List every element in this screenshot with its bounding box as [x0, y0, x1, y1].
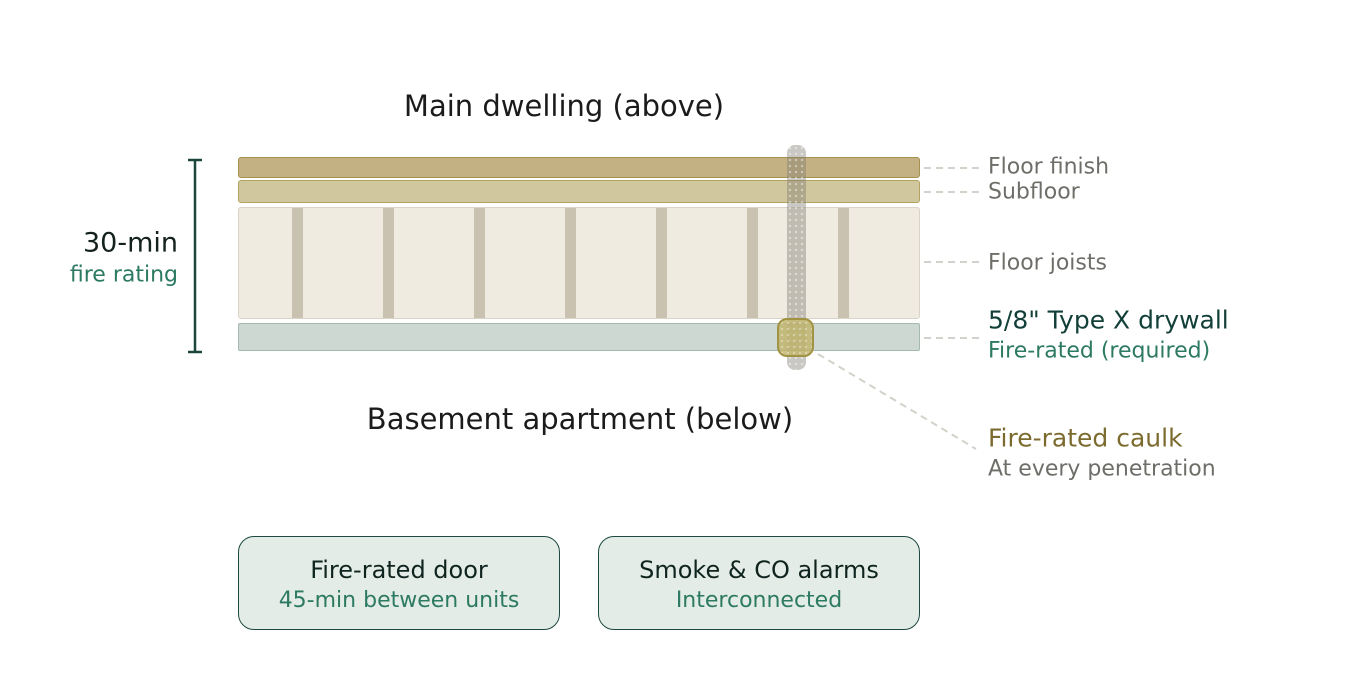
- leader-caulk: [817, 353, 977, 450]
- drywall-layer: [238, 323, 920, 351]
- fire-caulk-seal: [777, 318, 814, 357]
- title-main-dwelling: Main dwelling (above): [403, 89, 725, 123]
- label-drywall-required: Fire-rated (required): [988, 338, 1211, 364]
- fire-rating-value: 30-min: [82, 227, 178, 259]
- label-drywall: 5/8" Type X drywall: [988, 305, 1229, 335]
- subfloor-layer: [238, 180, 920, 203]
- title-basement-apartment: Basement apartment (below): [366, 402, 794, 436]
- fire-rating-caption: fire rating: [69, 262, 178, 288]
- label-floor-joists: Floor joists: [988, 250, 1107, 276]
- card-smoke-co-alarms-subtitle: Interconnected: [675, 587, 843, 613]
- card-fire-rated-door: Fire-rated door 45-min between units: [238, 536, 560, 630]
- pipe-penetration: [787, 145, 806, 370]
- label-fire-caulk: Fire-rated caulk: [988, 423, 1183, 453]
- card-fire-rated-door-subtitle: 45-min between units: [278, 587, 520, 613]
- joist-bar: [564, 208, 576, 318]
- floor-joists-layer: [238, 207, 920, 319]
- fire-rating-bracket: [188, 158, 202, 354]
- label-subfloor: Subfloor: [988, 179, 1080, 205]
- floor-finish-layer: [238, 157, 920, 178]
- label-floor-finish: Floor finish: [988, 154, 1110, 180]
- label-caulk-penetration: At every penetration: [988, 456, 1216, 482]
- joist-bar: [291, 208, 303, 318]
- joist-bar: [473, 208, 485, 318]
- card-smoke-co-alarms: Smoke & CO alarms Interconnected: [598, 536, 920, 630]
- joist-bar: [655, 208, 667, 318]
- joist-bar: [746, 208, 758, 318]
- card-smoke-co-alarms-title: Smoke & CO alarms: [639, 555, 879, 584]
- joist-bar: [382, 208, 394, 318]
- joist-bar: [837, 208, 849, 318]
- card-fire-rated-door-title: Fire-rated door: [310, 555, 488, 584]
